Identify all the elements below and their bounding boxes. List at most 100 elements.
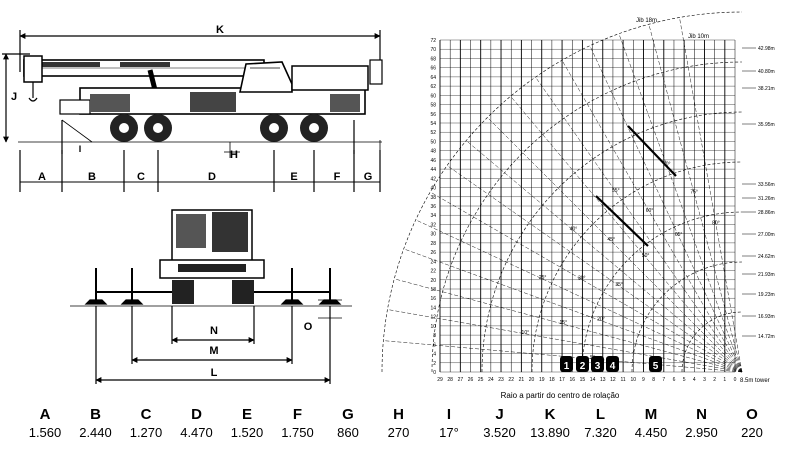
y-tick-label: 36	[430, 204, 436, 210]
badge-box	[591, 356, 604, 372]
y-tick-label: 0	[433, 370, 436, 376]
y-tick-label: 22	[430, 269, 436, 275]
x-tick-label: 12	[610, 377, 616, 383]
boom-angle-ray	[510, 96, 743, 373]
x-tick-label: 22	[508, 377, 514, 383]
x-tick-label: 3	[703, 377, 706, 383]
label-i: I	[79, 144, 82, 154]
dimension-key: M	[644, 406, 658, 423]
badge-number: 2	[580, 361, 586, 372]
y-tick-label: 58	[430, 103, 436, 109]
crane-side-view	[2, 30, 383, 192]
boom-length-label: 28.86m	[758, 210, 775, 216]
dimension-key: N	[696, 406, 707, 423]
angle-label: 60°	[646, 208, 654, 214]
label-b: B	[88, 171, 96, 183]
dimension-key: H	[393, 406, 404, 423]
dimension-key: O	[746, 406, 758, 423]
dimension-value: 7.320	[584, 425, 617, 440]
y-tick-label: 18	[430, 287, 436, 293]
y-tick-label: 52	[430, 130, 436, 136]
boom-section	[595, 195, 649, 247]
angle-label: 45°	[607, 237, 615, 243]
y-tick-label: 50	[430, 139, 436, 145]
x-tick-label: 17	[559, 377, 565, 383]
y-tick-label: 66	[430, 66, 436, 72]
dimension-key: D	[191, 406, 202, 423]
y-tick-label: 54	[430, 121, 436, 127]
angle-label: 35°	[615, 282, 623, 288]
x-tick-label: 2	[713, 377, 716, 383]
boom-length-label: 21.93m	[758, 272, 775, 278]
y-tick-label: 44	[430, 167, 436, 173]
y-tick-label: 34	[430, 213, 436, 219]
label-c: C	[137, 171, 145, 183]
x-tick-label: 9	[642, 377, 645, 383]
label-e: E	[290, 171, 297, 183]
badge-box	[560, 356, 573, 372]
y-tick-label: 8	[433, 333, 436, 339]
y-tick-label: 46	[430, 158, 436, 164]
boom-angle-ray	[387, 309, 743, 373]
jib-label-1: Jib 10m	[688, 34, 709, 40]
y-tick-label: 60	[430, 93, 436, 99]
dimension-key: F	[292, 406, 303, 423]
chart-corner-note: 8.5m tower	[740, 378, 770, 384]
x-tick-label: 0	[734, 377, 737, 383]
dimension-value: 2.950	[685, 425, 718, 440]
angle-label: 65°	[675, 232, 683, 238]
boom-angle-ray	[487, 117, 743, 373]
dimension-key: C	[140, 406, 152, 423]
badge-box	[649, 356, 662, 372]
x-tick-label: 26	[468, 377, 474, 383]
chart-boom-lines	[383, 17, 743, 373]
y-tick-label: 24	[430, 259, 436, 265]
boom-angle-ray	[466, 140, 743, 373]
angle-label: 55°	[612, 188, 620, 194]
x-tick-label: 14	[590, 377, 596, 383]
boom-length-label: 40.80m	[758, 69, 775, 75]
dimension-value: 4.450	[634, 425, 668, 440]
badge-number: 5	[653, 361, 659, 372]
boom-angle-ray	[430, 191, 743, 373]
chart-angle-labels: 80°75°70°65°60°55°50°45°40°35°30°25°20°1…	[522, 161, 720, 361]
dimension-value: 220	[741, 425, 763, 440]
dimension-value: 860	[337, 425, 359, 440]
boom-angle-ray	[561, 60, 743, 373]
dimension-n: N 2.950	[677, 406, 727, 442]
angle-label: 10°	[522, 330, 530, 336]
y-tick-label: 38	[430, 195, 436, 201]
y-tick-label: 68	[430, 56, 436, 62]
radius-arc	[531, 161, 743, 373]
dimension-value: 13.890	[530, 425, 570, 440]
x-tick-label: 5	[683, 377, 686, 383]
y-tick-label: 12	[430, 315, 436, 321]
y-tick-label: 48	[430, 149, 436, 155]
angle-label: 15°	[560, 320, 568, 326]
boom-angle-ray	[679, 17, 743, 373]
boom-length-label: 14.72m	[758, 334, 775, 340]
boom-length-label: 33.56m	[758, 182, 775, 188]
y-tick-label: 10	[430, 324, 436, 330]
label-f: F	[334, 171, 341, 183]
chart-x-axis-title: Raio a partir do centro de rolação	[501, 391, 620, 400]
dimension-m: M 4.450	[626, 406, 676, 442]
front-view-labels: N M L O	[209, 321, 312, 379]
y-tick-label: 16	[430, 296, 436, 302]
label-d: D	[208, 171, 216, 183]
y-tick-label: 30	[430, 232, 436, 238]
y-tick-label: 64	[430, 75, 436, 81]
angle-label: 30°	[578, 276, 586, 282]
jib-label-2: Jib 18m	[636, 18, 657, 24]
x-tick-label: 27	[458, 377, 464, 383]
